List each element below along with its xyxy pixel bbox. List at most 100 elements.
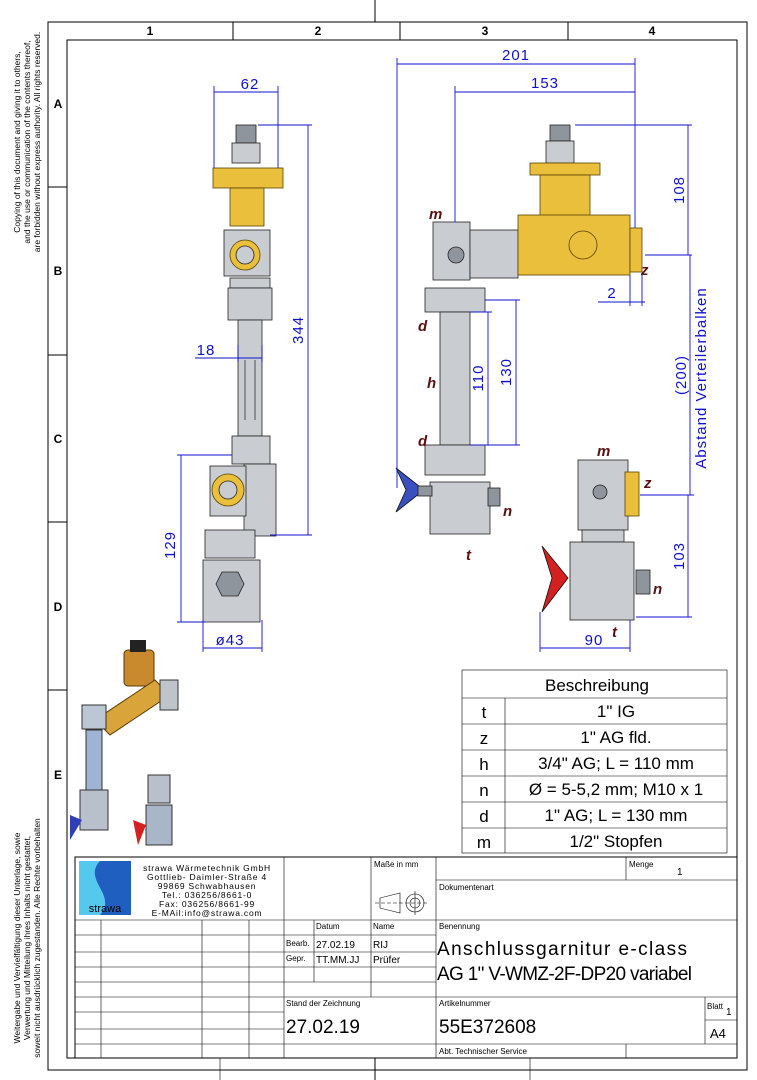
label-n: n: [653, 581, 662, 598]
dim-344: 344: [290, 316, 307, 344]
dim-130: 130: [498, 358, 515, 386]
side-view-assembly: [395, 124, 651, 621]
stand-label: Stand der Zeichnung: [286, 999, 360, 1008]
description-key: h: [479, 755, 488, 774]
label-m: m: [597, 443, 610, 460]
description-header: Beschreibung: [545, 676, 649, 695]
description-value: 3/4" AG; L = 110 mm: [538, 754, 694, 773]
bearb-label: Bearb.: [286, 939, 310, 948]
description-value: 1" AG fld.: [580, 728, 651, 747]
description-key: z: [480, 729, 489, 748]
blue-valve-handle: [395, 467, 425, 513]
label-n: n: [503, 503, 512, 520]
column-label: 1: [147, 24, 154, 38]
dim-62: 62: [241, 76, 260, 93]
svg-text:and the use or communication o: and the use or communication of the cont…: [22, 40, 32, 243]
sheet-format: A4: [710, 1026, 726, 1041]
dim-18: 18: [197, 342, 216, 359]
blatt-label: Blatt: [707, 1002, 724, 1011]
label-t: t: [466, 547, 472, 564]
projection-symbol-icon: [375, 891, 428, 915]
units-label: Maße in mm: [374, 860, 419, 869]
svg-text:are forbidden without express: are forbidden without express authority.…: [32, 32, 42, 252]
description-key: m: [477, 833, 491, 852]
dim-103: 103: [671, 542, 688, 570]
isometric-preview: [70, 640, 179, 846]
bearb-date: 27.02.19: [316, 940, 355, 951]
column-grid: 1 2 3 4: [147, 22, 656, 40]
description-key: d: [479, 807, 488, 826]
copyright-notice-de: Weitergabe und Vervielfältigung dieser U…: [12, 818, 42, 1058]
svg-text:E-MAil:info@strawa.com: E-MAil:info@strawa.com: [152, 908, 263, 918]
menge-label: Menge: [629, 860, 654, 869]
row-label: E: [54, 768, 62, 782]
description-key: t: [482, 703, 487, 722]
label-m: m: [429, 206, 442, 223]
dim-153: 153: [531, 75, 559, 92]
stand-value: 27.02.19: [286, 1017, 360, 1038]
row-label: C: [54, 432, 63, 446]
dokumentenart-label: Dokumentenart: [439, 883, 494, 892]
part-labels: m z d h d n t m z n t: [418, 206, 662, 641]
dim-90: 90: [585, 632, 604, 649]
gepr-name: Prüfer: [373, 955, 401, 966]
front-view-assembly: [202, 124, 284, 623]
column-label: 4: [649, 24, 656, 38]
svg-text:Copying of this document and g: Copying of this document and giving it t…: [12, 51, 22, 232]
svg-text:strawa Wärmetechnik GmbH: strawa Wärmetechnik GmbH: [143, 863, 271, 873]
drawing-title-line2: AG 1" V-WMZ-2F-DP20 variabel: [437, 964, 692, 985]
artikel-value: 55E372608: [439, 1017, 536, 1038]
svg-text:Weitergabe und Vervielfältigun: Weitergabe und Vervielfältigung dieser U…: [12, 832, 22, 1043]
title-block: strawa strawa Wärmetechnik GmbH Gottlieb…: [74, 856, 738, 1059]
drawing-title-line1: Anschlussgarnitur e-class: [437, 939, 687, 960]
gepr-date: TT.MM.JJ: [316, 955, 359, 966]
column-label: 2: [315, 24, 322, 38]
company-address: strawa Wärmetechnik GmbH Gottlieb- Daiml…: [143, 863, 271, 918]
label-h: h: [427, 375, 436, 392]
outer-frame: [47, 21, 748, 1071]
name-label: Name: [373, 922, 395, 931]
label-z: z: [640, 262, 649, 279]
description-value: 1" IG: [597, 702, 635, 721]
description-value: 1" AG; L = 130 mm: [545, 806, 688, 825]
copyright-notice-en: Copying of this document and giving it t…: [12, 32, 42, 252]
dim-108: 108: [671, 176, 688, 204]
red-valve-handle: [541, 545, 569, 613]
dim-201: 201: [502, 47, 530, 64]
description-value: Ø = 5-5,2 mm; M10 x 1: [529, 780, 703, 799]
artikel-label: Artikelnummer: [439, 999, 491, 1008]
blatt-value: 1: [726, 1007, 732, 1018]
svg-text:Verwertung und Mitteilung ihre: Verwertung und Mitteilung ihres Inhalts …: [22, 836, 32, 1040]
svg-text:soweit nicht ausdrücklich zuge: soweit nicht ausdrücklich zugestanden. A…: [32, 818, 42, 1058]
row-label: B: [54, 264, 63, 278]
description-value: 1/2" Stopfen: [570, 832, 663, 851]
dim-110: 110: [470, 365, 487, 392]
dim-200-label: Abstand Verteilerbalken: [693, 287, 710, 468]
label-d: d: [418, 433, 428, 450]
row-label: D: [54, 600, 63, 614]
dim-diameter-43: ø43: [216, 632, 245, 649]
svg-text:Gottlieb- Daimler-Straße 4: Gottlieb- Daimler-Straße 4: [147, 872, 267, 882]
front-view-dimensions: 62 344 18 129 ø43: [162, 76, 312, 652]
company-logo: strawa: [79, 861, 131, 915]
label-d: d: [418, 318, 428, 335]
menge-value: 1: [677, 867, 683, 878]
dim-2: 2: [607, 285, 616, 302]
dim-129: 129: [162, 531, 179, 559]
dim-200: (200): [673, 355, 690, 395]
datum-label: Datum: [316, 922, 340, 931]
logo-text: strawa: [89, 903, 122, 915]
bearb-name: RIJ: [373, 940, 388, 951]
svg-text:Fax: 036256/8661-99: Fax: 036256/8661-99: [159, 899, 255, 909]
description-key: n: [479, 781, 488, 800]
row-grid: A B C D E: [48, 97, 67, 782]
svg-text:99869 Schwabhausen: 99869 Schwabhausen: [158, 881, 257, 891]
side-view-dimensions: 201 153 108 2 110 130 (200) Abstand Vert…: [396, 47, 710, 652]
department: Abt. Technischer Service: [439, 1047, 527, 1056]
label-z: z: [643, 475, 652, 492]
column-label: 3: [482, 24, 489, 38]
row-label: A: [54, 97, 63, 111]
gepr-label: Gepr.: [286, 954, 306, 963]
benennung-label: Benennung: [439, 922, 480, 931]
